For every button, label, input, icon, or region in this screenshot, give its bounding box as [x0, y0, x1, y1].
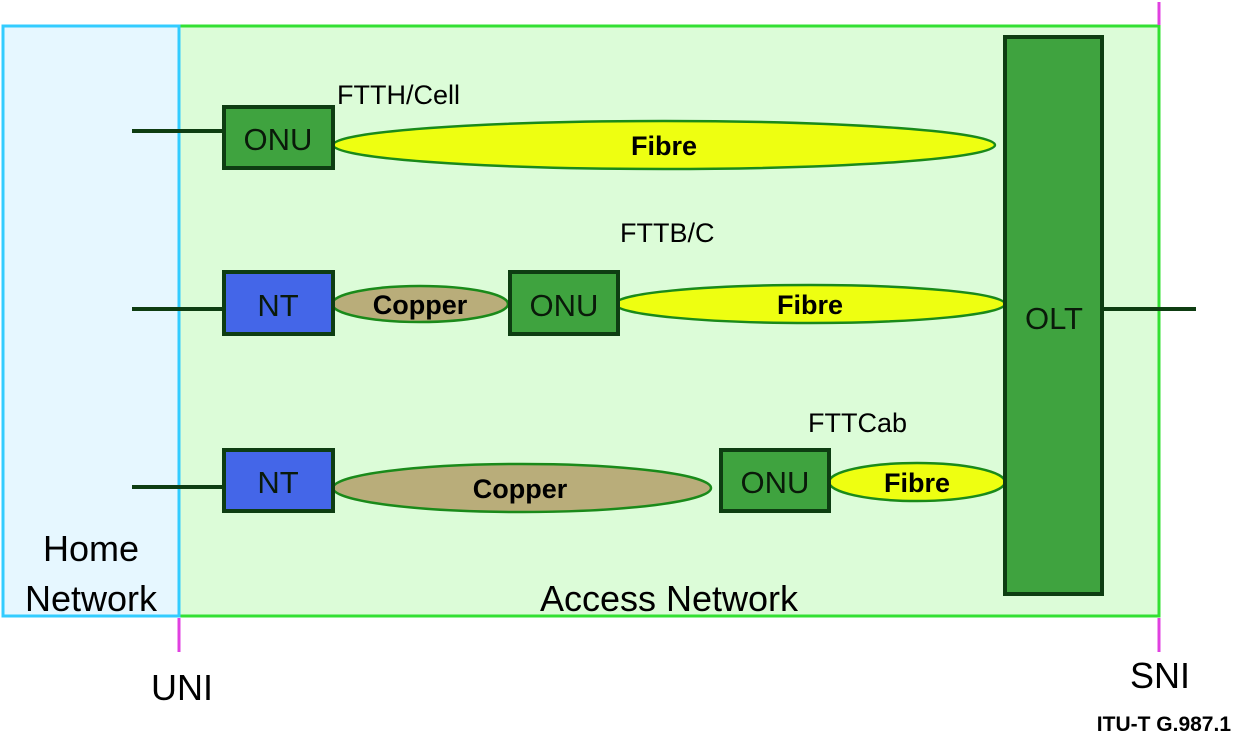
row1-onu-label: ONU	[244, 122, 313, 157]
row1-onu	[222, 105, 335, 170]
home-network-zone	[1, 24, 181, 618]
row2-nt	[222, 270, 335, 336]
row2-onu	[508, 270, 620, 336]
olt-label: OLT	[1025, 301, 1083, 336]
row1-label: FTTH/Cell	[337, 80, 460, 110]
home-network-label-line1: Home	[43, 528, 139, 569]
row2-label: FTTB/C	[620, 218, 715, 248]
row3-nt-label: NT	[257, 465, 298, 500]
row2-onu-label: ONU	[530, 288, 599, 323]
access-network-label: Access Network	[540, 578, 799, 619]
row2-fibre-label: Fibre	[777, 290, 843, 320]
row3-label: FTTCab	[808, 408, 907, 438]
row2-copper-label: Copper	[373, 290, 468, 320]
row3-fibre-label: Fibre	[884, 468, 950, 498]
row3-onu-label: ONU	[741, 465, 810, 500]
olt-box	[1003, 35, 1104, 596]
home-network-label-line2: Network	[25, 578, 158, 619]
row3-copper-label: Copper	[473, 474, 568, 504]
row1-fibre-label: Fibre	[631, 131, 697, 161]
itu-reference: ITU-T G.987.1	[1097, 713, 1232, 736]
uni-label: UNI	[151, 667, 213, 708]
row2-nt-label: NT	[257, 288, 298, 323]
row3-nt	[222, 448, 335, 513]
sni-label: SNI	[1130, 655, 1190, 696]
row3-onu	[719, 448, 831, 513]
